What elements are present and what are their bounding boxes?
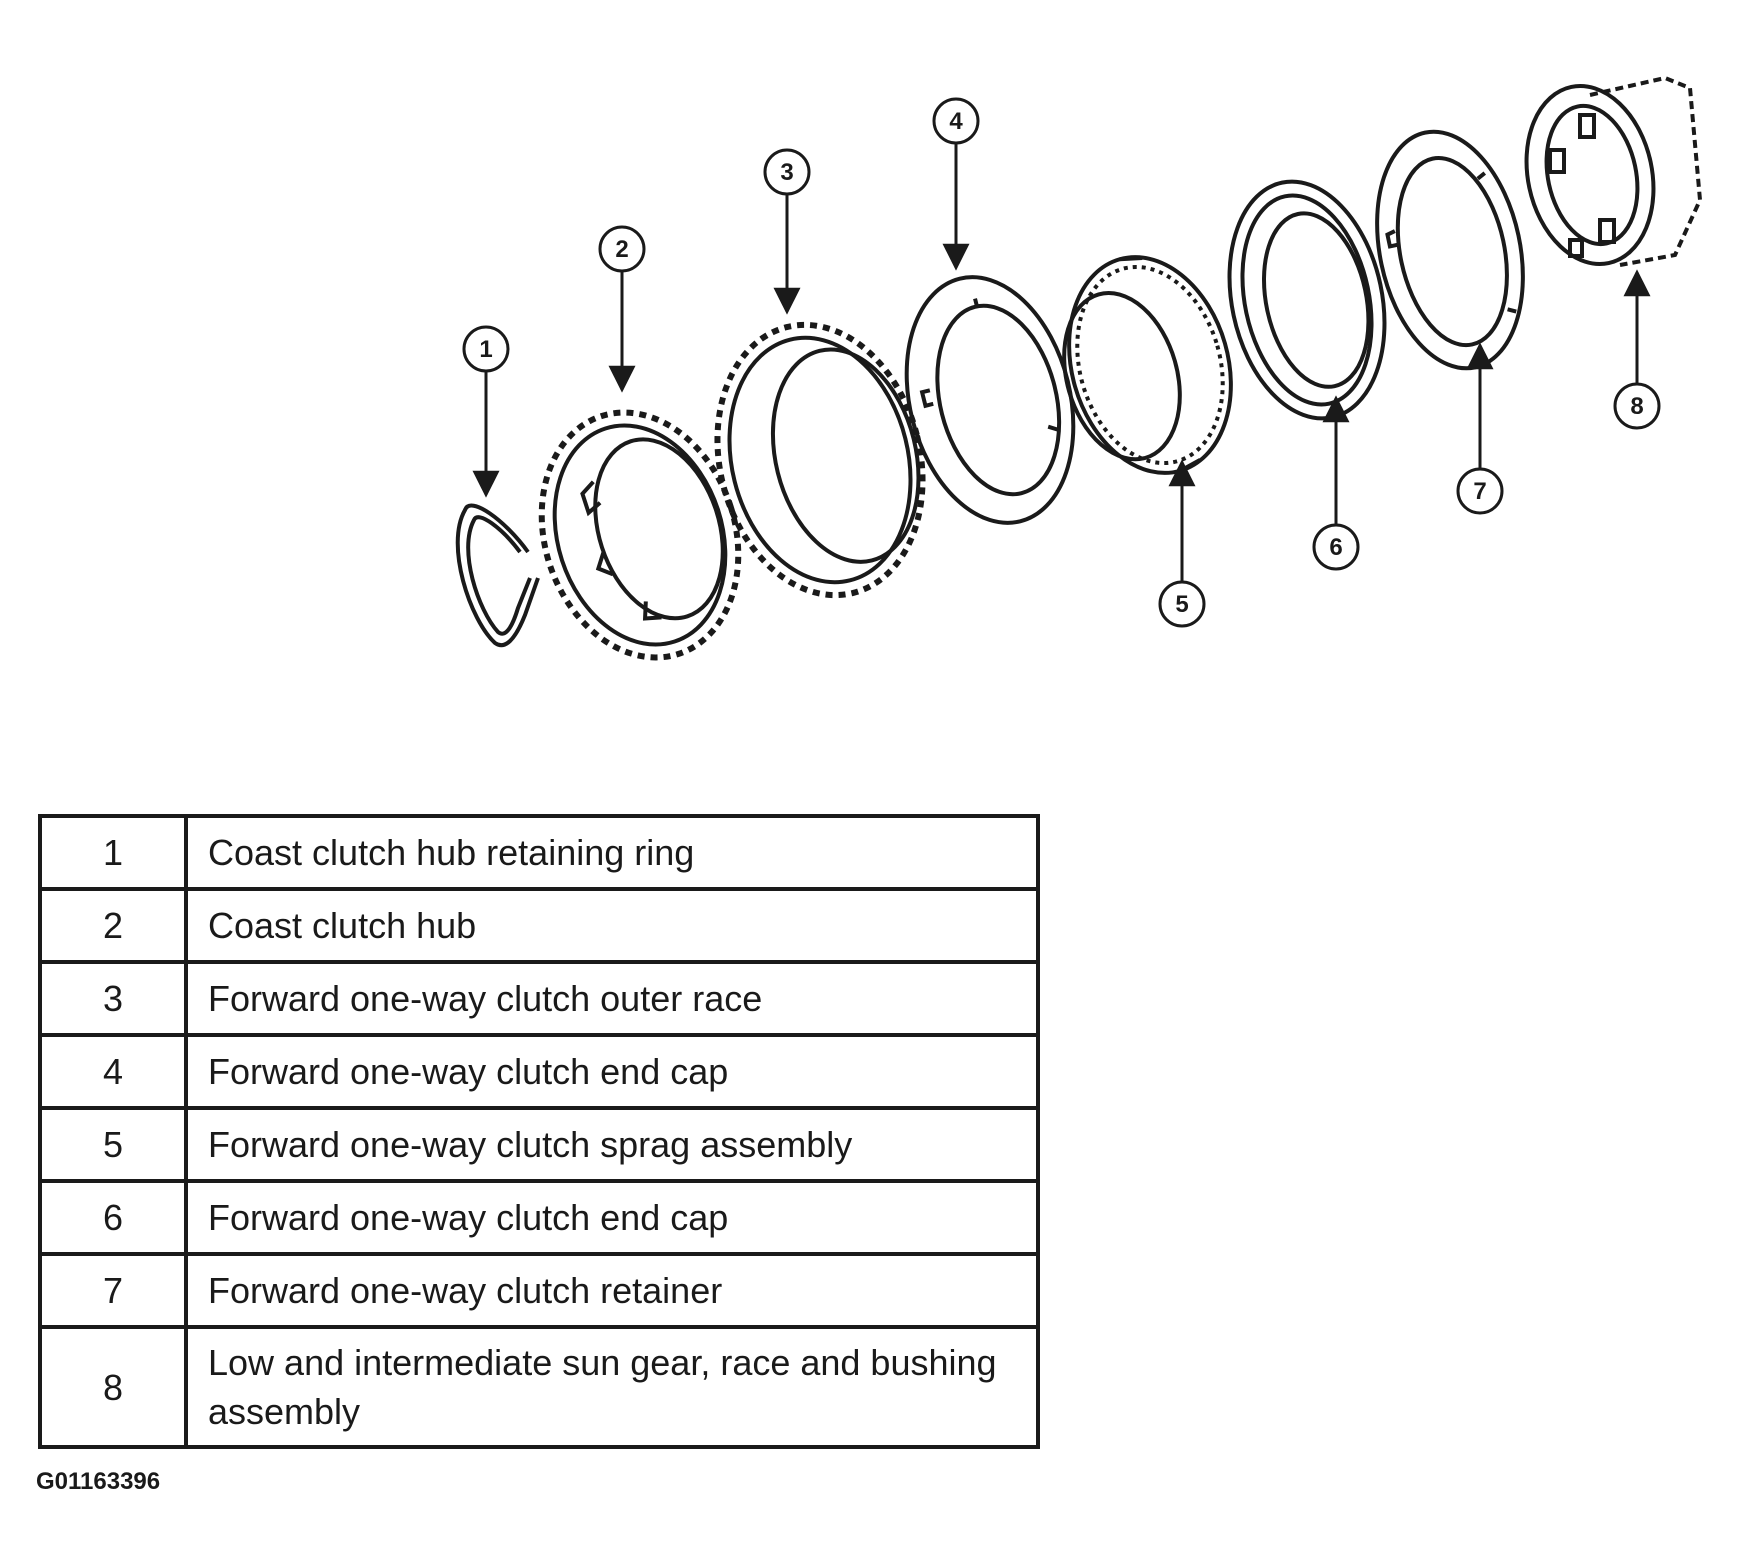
- legend-description: Coast clutch hub retaining ring: [184, 814, 1040, 891]
- callout-label-5: 5: [1175, 591, 1188, 618]
- legend-row: 6 Forward one-way clutch end cap: [38, 1179, 1040, 1256]
- callout-circle-6: [1312, 523, 1360, 571]
- figure-id: G01163396: [36, 1468, 161, 1495]
- callout-circle-5: [1158, 580, 1206, 628]
- legend-number: 5: [38, 1106, 188, 1183]
- legend-number: 7: [38, 1252, 188, 1329]
- parts-legend-table: 1 Coast clutch hub retaining ring 2 Coas…: [38, 814, 1040, 1449]
- callout-label-4: 4: [949, 108, 963, 135]
- legend-number: 3: [38, 960, 188, 1037]
- callout-label-7: 7: [1473, 478, 1486, 505]
- part-4-end-cap: [904, 275, 1076, 525]
- legend-description: Forward one-way clutch end cap: [184, 1033, 1040, 1110]
- callouts: [462, 97, 1661, 628]
- callout-circle-7: [1456, 467, 1504, 515]
- callout-label-8: 8: [1630, 393, 1643, 420]
- part-8-sun-gear-assembly: [1524, 75, 1703, 267]
- callout-label-3: 3: [780, 159, 793, 186]
- legend-row: 5 Forward one-way clutch sprag assembly: [38, 1106, 1040, 1183]
- legend-row: 7 Forward one-way clutch retainer: [38, 1252, 1040, 1329]
- legend-description: Coast clutch hub: [184, 887, 1040, 964]
- callout-label-1: 1: [479, 336, 492, 363]
- legend-number: 2: [38, 887, 188, 964]
- callout-circle-4: [932, 97, 980, 145]
- legend-row: 8 Low and intermediate sun gear, race an…: [38, 1325, 1040, 1449]
- callout-circle-1: [462, 325, 510, 373]
- callout-label-6: 6: [1329, 534, 1342, 561]
- callout-circle-8: [1613, 382, 1661, 430]
- callout-label-2: 2: [615, 236, 628, 263]
- part-1-retaining-ring: [455, 503, 540, 648]
- part-3-outer-race: [714, 321, 926, 599]
- legend-number: 1: [38, 814, 188, 891]
- callout-circle-3: [763, 148, 811, 196]
- legend-description: Forward one-way clutch retainer: [184, 1252, 1040, 1329]
- legend-row: 2 Coast clutch hub: [38, 887, 1040, 964]
- legend-description: Forward one-way clutch end cap: [184, 1179, 1040, 1256]
- legend-number: 6: [38, 1179, 188, 1256]
- legend-number: 4: [38, 1033, 188, 1110]
- leader-lines: [472, 143, 1651, 582]
- callout-circle-2: [598, 225, 646, 273]
- legend-row: 3 Forward one-way clutch outer race: [38, 960, 1040, 1037]
- legend-description: Forward one-way clutch sprag assembly: [184, 1106, 1040, 1183]
- legend-description: Forward one-way clutch outer race: [184, 960, 1040, 1037]
- exploded-parts-diagram: 1 2 3 4 5 6 7 8: [455, 75, 1703, 661]
- legend-number: 8: [38, 1325, 188, 1449]
- legend-row: 1 Coast clutch hub retaining ring: [38, 814, 1040, 891]
- legend-row: 4 Forward one-way clutch end cap: [38, 1033, 1040, 1110]
- legend-description: Low and intermediate sun gear, race and …: [184, 1325, 1040, 1449]
